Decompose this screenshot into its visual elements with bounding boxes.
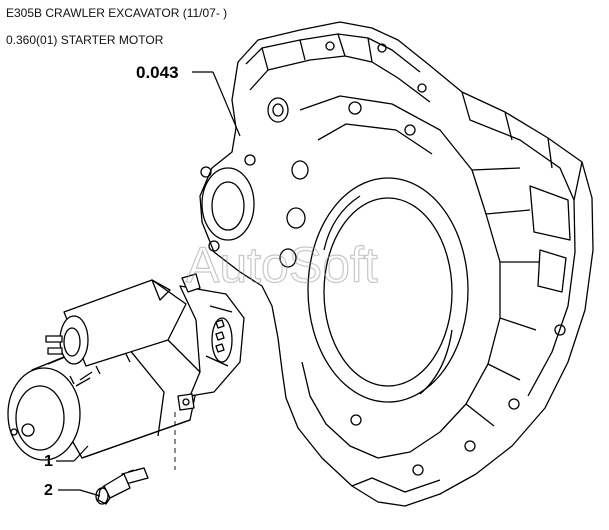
mounting-bolt[interactable] [95, 467, 149, 505]
callout-starter-motor[interactable]: 1 [44, 445, 89, 470]
leader-line [79, 489, 101, 497]
leader-line [73, 445, 89, 462]
callout-housing[interactable]: 0.043 [136, 63, 241, 137]
diagram-title: E305B CRAWLER EXCAVATOR (11/07- ) [6, 6, 228, 20]
starter-motor[interactable] [7, 273, 245, 461]
watermark: AutoSoft [186, 237, 378, 293]
leader-line [212, 71, 241, 137]
callout-bolt-label: 2 [44, 482, 53, 499]
callout-starter-motor-label: 1 [44, 453, 53, 470]
callout-housing-label: 0.043 [136, 63, 179, 82]
flywheel-housing[interactable] [199, 21, 594, 507]
diagram-subtitle: 0.360(01) STARTER MOTOR [6, 33, 164, 47]
callout-bolt[interactable]: 2 [44, 482, 101, 499]
